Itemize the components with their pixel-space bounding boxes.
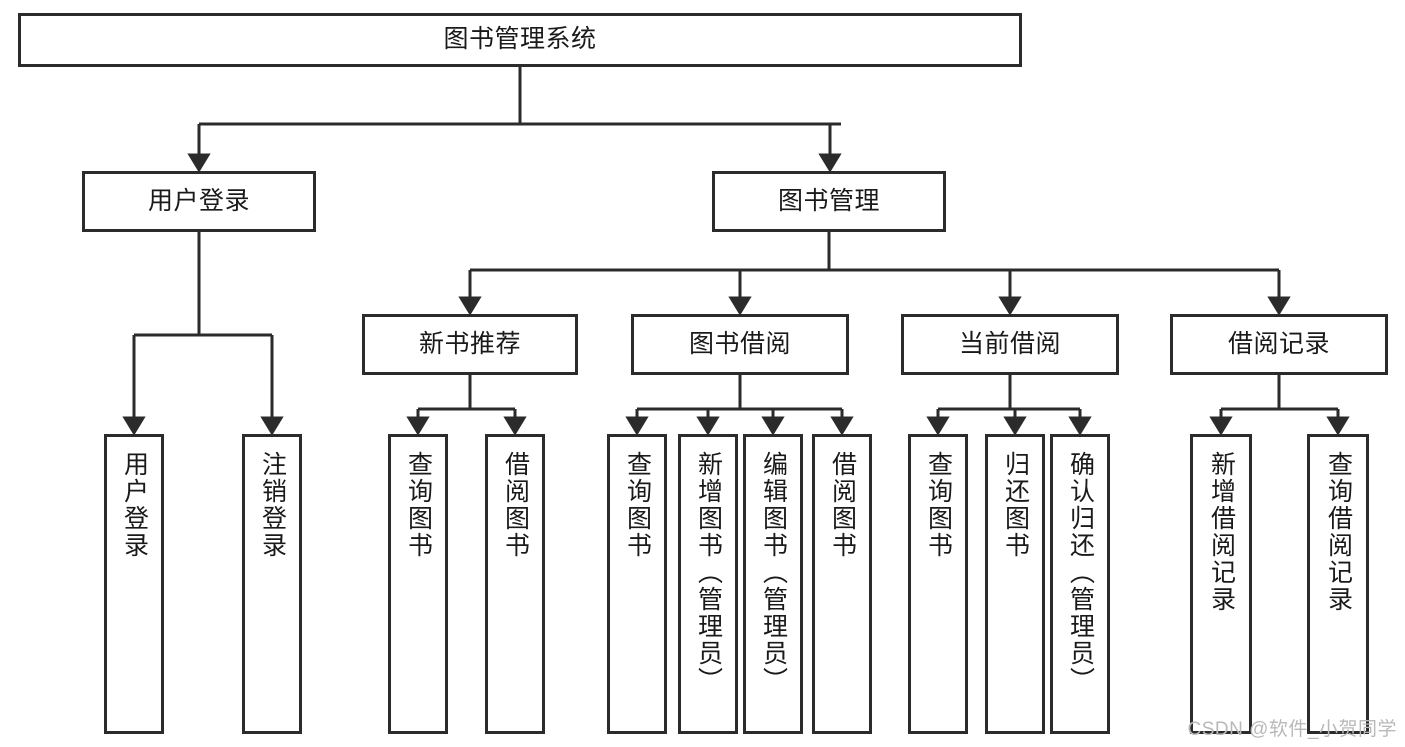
leaf-borrow-add-book-admin-label: 新增图书（管理员） [694,451,723,694]
leaf-current-return-book-label: 归还图书 [1001,451,1030,559]
leaf-newbooks-borrow-book[interactable]: 借阅图书 [485,434,545,734]
node-root-label: 图书管理系统 [443,25,597,54]
node-user-login[interactable]: 用户登录 [82,171,316,232]
leaf-newbooks-borrow-book-label: 借阅图书 [501,451,530,559]
leaf-borrow-lend-book[interactable]: 借阅图书 [812,434,872,734]
leaf-user-login[interactable]: 用户登录 [104,434,164,734]
leaf-borrow-add-book-admin[interactable]: 新增图书（管理员） [678,434,738,734]
node-new-book-recommend[interactable]: 新书推荐 [362,314,578,375]
leaf-borrow-query-book-label: 查询图书 [623,451,652,559]
leaf-records-query-record[interactable]: 查询借阅记录 [1307,434,1369,734]
node-borrow-records[interactable]: 借阅记录 [1170,314,1388,375]
node-new-book-recommend-label: 新书推荐 [418,329,521,358]
node-book-borrow-label: 图书借阅 [688,329,791,358]
node-user-login-label: 用户登录 [147,186,250,215]
leaf-records-query-record-label: 查询借阅记录 [1324,451,1353,613]
node-book-management-label: 图书管理 [777,186,880,215]
leaf-borrow-lend-book-label: 借阅图书 [828,451,857,559]
leaf-user-logout[interactable]: 注销登录 [242,434,302,734]
node-root[interactable]: 图书管理系统 [18,13,1022,67]
leaf-borrow-edit-book-admin-label: 编辑图书（管理员） [759,451,788,694]
leaf-newbooks-query-book[interactable]: 查询图书 [388,434,448,734]
leaf-current-query-book-label: 查询图书 [924,451,953,559]
leaf-records-add-record-label: 新增借阅记录 [1207,451,1236,613]
leaf-borrow-query-book[interactable]: 查询图书 [607,434,667,734]
node-borrow-records-label: 借阅记录 [1227,329,1330,358]
node-current-borrow-label: 当前借阅 [958,329,1061,358]
watermark: CSDN @软件_小贺同学 [1187,719,1397,740]
leaf-current-query-book[interactable]: 查询图书 [908,434,968,734]
leaf-current-confirm-return-admin[interactable]: 确认归还（管理员） [1050,434,1110,734]
leaf-user-logout-label: 注销登录 [258,451,287,559]
leaf-records-add-record[interactable]: 新增借阅记录 [1190,434,1252,734]
leaf-current-return-book[interactable]: 归还图书 [985,434,1045,734]
node-current-borrow[interactable]: 当前借阅 [901,314,1119,375]
leaf-current-confirm-return-admin-label: 确认归还（管理员） [1066,451,1095,694]
leaf-borrow-edit-book-admin[interactable]: 编辑图书（管理员） [743,434,803,734]
node-book-management[interactable]: 图书管理 [712,171,946,232]
node-book-borrow[interactable]: 图书借阅 [631,314,849,375]
leaf-newbooks-query-book-label: 查询图书 [404,451,433,559]
leaf-user-login-label: 用户登录 [120,451,149,559]
